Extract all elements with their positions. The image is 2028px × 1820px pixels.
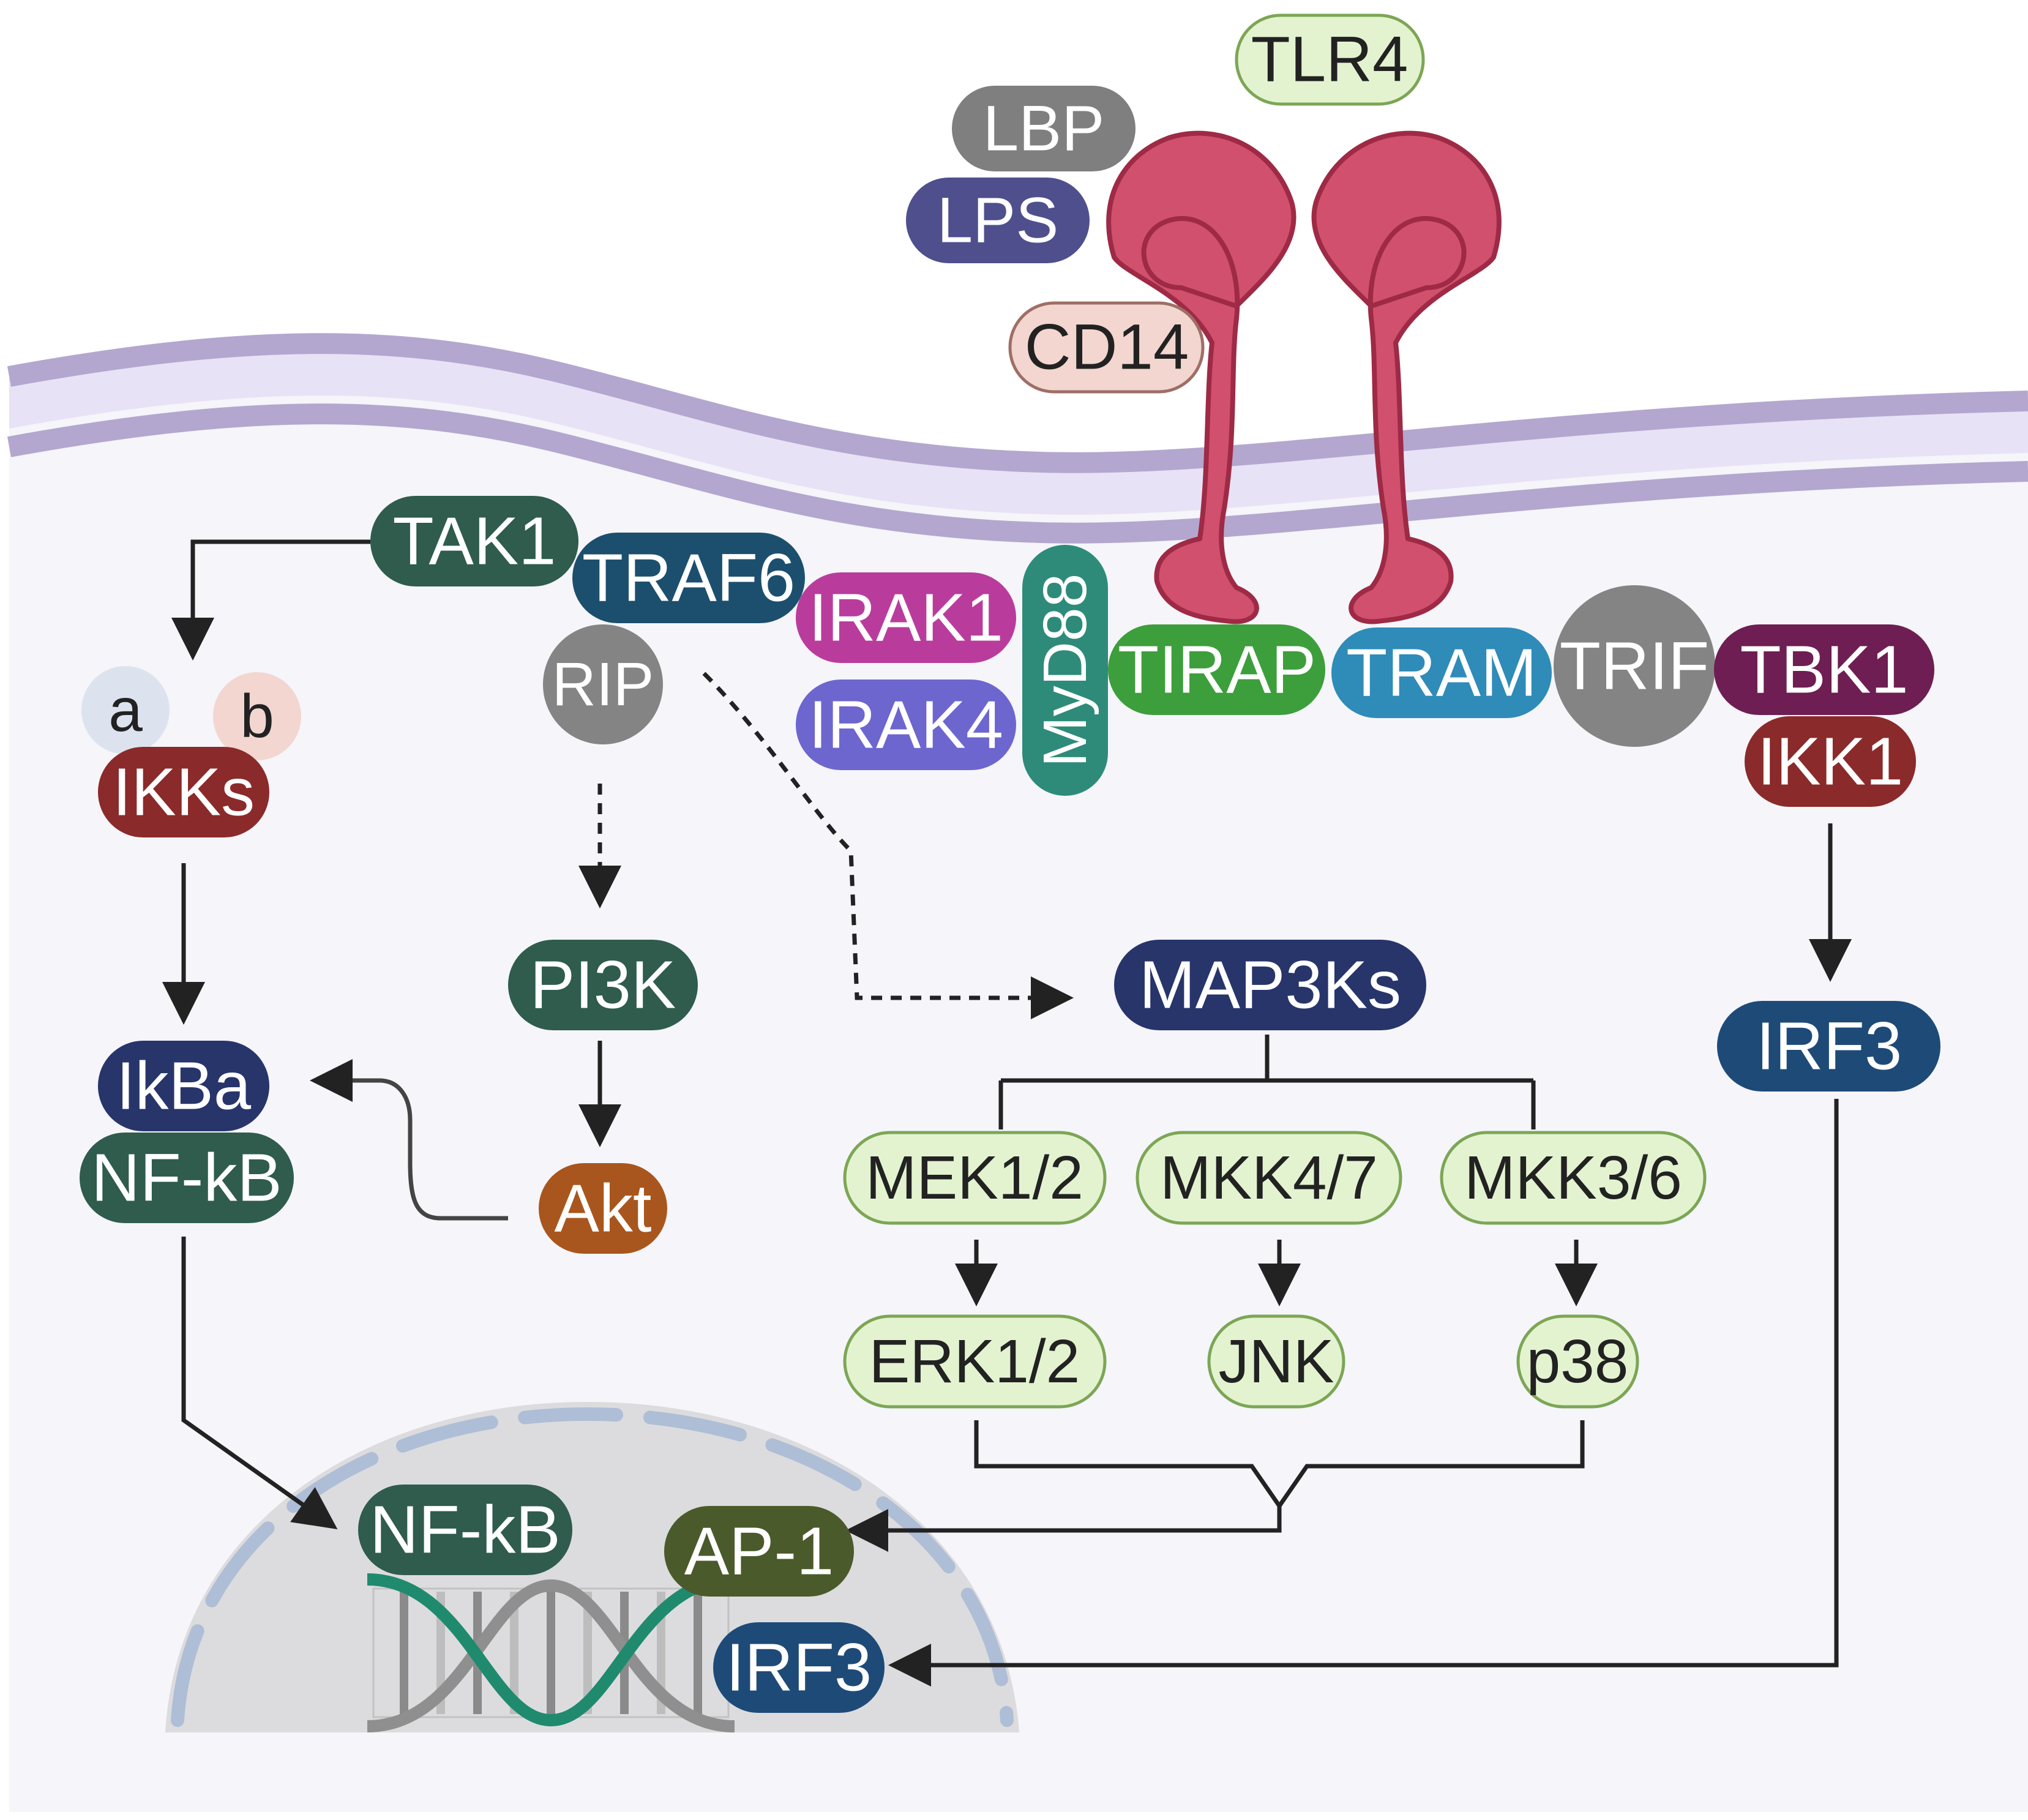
tbk1-label: TBK1: [1740, 632, 1908, 708]
ikk-b-label: b: [240, 682, 274, 751]
mkk36-label: MKK3/6: [1464, 1144, 1682, 1212]
arrow-rip-to-map3ks: [702, 672, 1074, 1019]
tram-label: TRAM: [1346, 635, 1537, 711]
mkk47-label: MKK4/7: [1160, 1144, 1378, 1212]
tlr4-receptor-right: [1311, 130, 1502, 624]
dna-helix: [367, 1573, 735, 1732]
lbp-label: LBP: [983, 93, 1104, 165]
ikks-label: IKKs: [113, 755, 255, 830]
arrow-nfkb-to-nucleus: [181, 1237, 338, 1530]
pi3k-label: PI3K: [530, 948, 676, 1023]
lps-node: LPS: [906, 178, 1090, 263]
nfkb-nuclear-node: NF-kB: [358, 1485, 572, 1575]
nfkb-nuclear-label: NF-kB: [370, 1492, 561, 1568]
irf3-nuclear-label: IRF3: [726, 1630, 872, 1706]
arrow-tak1-to-ikks: [171, 539, 370, 661]
tram-node: TRAM: [1331, 627, 1552, 718]
irf3-cyto-node: IRF3: [1717, 1001, 1940, 1092]
akt-label: Akt: [555, 1171, 652, 1246]
myd88-label: MyD88: [1031, 574, 1099, 768]
ap1-nuclear-label: AP-1: [684, 1514, 834, 1589]
akt-node: Akt: [539, 1163, 667, 1254]
connectors: [162, 539, 1852, 1687]
lbp-node: LBP: [952, 86, 1136, 171]
cd14-label: CD14: [1025, 312, 1189, 383]
mek12-label: MEK1/2: [866, 1144, 1083, 1212]
ikba-label: IkBa: [116, 1049, 252, 1124]
tlr4-label-node: TLR4: [1235, 13, 1425, 106]
lps-label: LPS: [937, 185, 1058, 257]
jnk-node: JNK: [1207, 1314, 1345, 1409]
myd88-node: MyD88: [1022, 545, 1108, 796]
trif-label: TRIF: [1560, 629, 1709, 704]
irak1-node: IRAK1: [796, 572, 1016, 663]
nfkb-cyto-label: NF-kB: [91, 1140, 282, 1216]
pi3k-node: PI3K: [508, 940, 698, 1030]
cell-membrane: [7, 333, 2028, 544]
p38-node: p38: [1516, 1314, 1639, 1409]
map3ks-label: MAP3Ks: [1139, 948, 1401, 1023]
rip-label: RIP: [552, 650, 654, 719]
p38-label: p38: [1527, 1327, 1629, 1396]
traf6-label: TRAF6: [582, 541, 795, 616]
nfkb-cyto-node: NF-kB: [80, 1133, 294, 1223]
tbk1-node: TBK1: [1714, 624, 1934, 715]
arrow-akt-to-ikba: [310, 1059, 508, 1221]
tirap-label: TIRAP: [1118, 632, 1316, 708]
irak4-node: IRAK4: [796, 680, 1016, 770]
irf3-cyto-label: IRF3: [1756, 1009, 1902, 1084]
ap1-nuclear-node: AP-1: [664, 1506, 854, 1597]
mkk36-node: MKK3/6: [1440, 1131, 1707, 1225]
rip-node: RIP: [543, 624, 663, 744]
tlr4-receptor-left: [1106, 130, 1296, 624]
ikk1-node: IKK1: [1745, 716, 1916, 807]
irak4-label: IRAK4: [809, 687, 1003, 763]
irf3-nuclear-node: IRF3: [713, 1622, 885, 1713]
tlr4-label: TLR4: [1251, 24, 1409, 95]
irak1-label: IRAK1: [809, 580, 1003, 656]
ikk-b-node: b: [213, 672, 301, 760]
erk12-node: ERK1/2: [843, 1314, 1107, 1409]
traf6-node: TRAF6: [572, 533, 805, 623]
ikk1-label: IKK1: [1757, 724, 1903, 800]
mkk47-node: MKK4/7: [1136, 1131, 1402, 1225]
ikks-node: IKKs: [98, 747, 269, 837]
erk12-label: ERK1/2: [869, 1327, 1080, 1396]
arrow-mapk-to-ap1: [845, 1506, 1282, 1552]
map3ks-branch: [998, 1035, 1536, 1129]
ikba-node: IkBa: [98, 1041, 269, 1131]
tirap-node: TIRAP: [1108, 624, 1325, 715]
arrow-irf3-to-nucleus: [888, 1099, 1839, 1687]
tak1-node: TAK1: [370, 496, 578, 586]
trif-node: TRIF: [1554, 585, 1715, 747]
map3ks-node: MAP3Ks: [1114, 940, 1426, 1030]
cd14-node: CD14: [1008, 301, 1205, 394]
jnk-label: JNK: [1219, 1327, 1334, 1396]
mek12-node: MEK1/2: [843, 1131, 1107, 1225]
tak1-label: TAK1: [393, 504, 556, 579]
ikk-a-node: a: [81, 666, 170, 754]
ikk-a-label: a: [108, 676, 143, 744]
